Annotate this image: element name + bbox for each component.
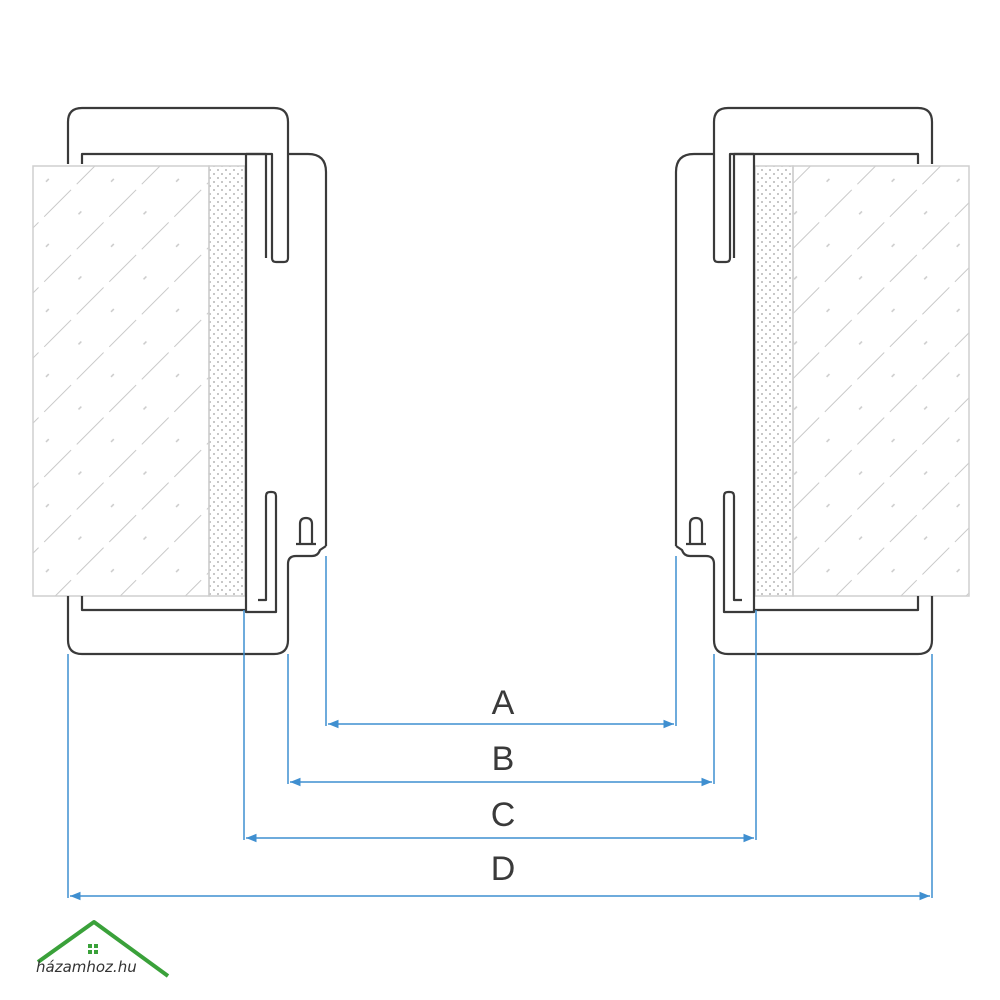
dimension-lines — [67, 556, 933, 901]
right-wall-insulation — [754, 165, 794, 597]
left-seal — [296, 516, 316, 546]
right-jamb — [722, 154, 756, 614]
right-casing-bottom-inner — [754, 596, 920, 612]
right-casing-bottom — [675, 545, 934, 656]
house-window-icon-2 — [94, 944, 98, 948]
left-casing-bottom — [66, 545, 327, 656]
right-door-leaf — [674, 152, 714, 546]
left-jamb — [244, 154, 278, 614]
right-jamb-top — [732, 152, 754, 258]
house-window-icon — [88, 944, 92, 948]
house-window-icon-4 — [94, 950, 98, 954]
left-wall-masonry — [32, 165, 210, 597]
right-door-frame — [674, 106, 934, 656]
left-door-frame — [66, 106, 328, 656]
left-casing-top — [66, 106, 290, 264]
left-jamb-top — [246, 152, 268, 258]
right-seal — [686, 516, 706, 546]
left-door-leaf — [288, 152, 328, 546]
dimension-a-label: A — [492, 684, 515, 722]
left-wall-insulation — [208, 165, 246, 597]
brand-logo: házamhoz.hu — [36, 920, 170, 978]
right-wall-masonry — [792, 165, 970, 597]
left-casing-bottom-inner — [80, 596, 246, 612]
house-roof-icon — [36, 920, 170, 978]
dimension-c-label: C — [491, 796, 516, 834]
right-wall-section — [754, 165, 970, 597]
logo-text: házamhoz.hu — [36, 958, 137, 976]
house-window-icon-3 — [88, 950, 92, 954]
dimension-b-label: B — [492, 740, 515, 778]
right-casing-top — [712, 106, 934, 264]
left-wall-section — [32, 165, 246, 597]
dimension-d-label: D — [491, 850, 516, 888]
